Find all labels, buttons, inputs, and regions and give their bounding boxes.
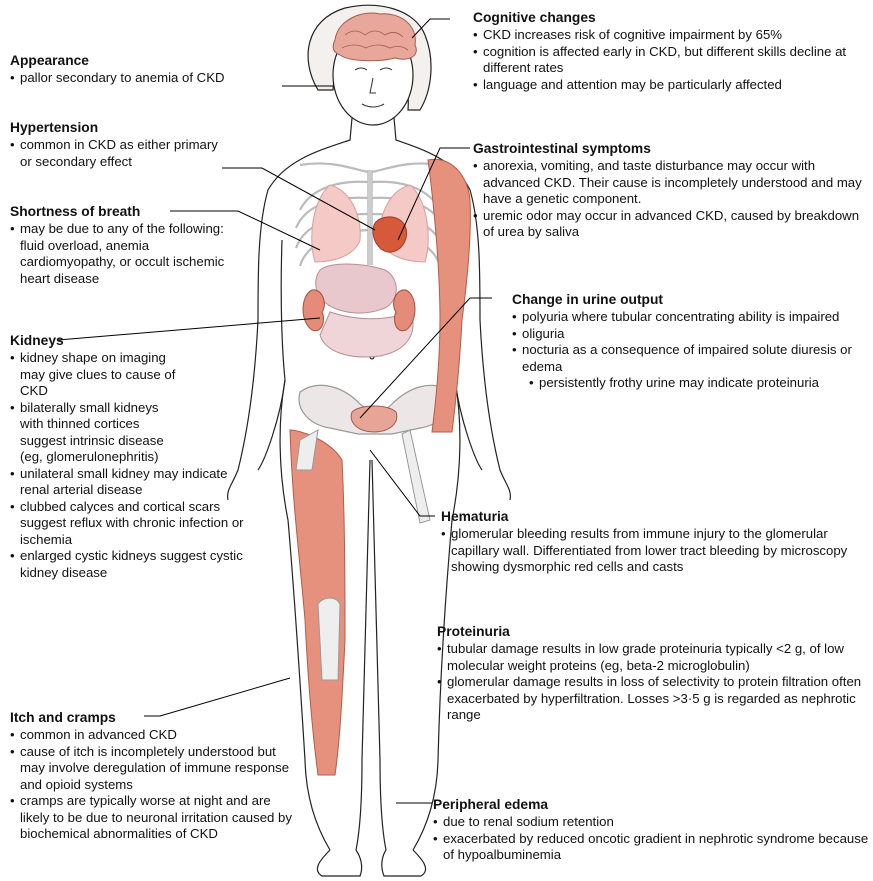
arm-muscles-icon — [427, 158, 471, 433]
itch-cramps-annotation: Itch and cramps common in advanced CKD c… — [10, 709, 300, 843]
kidneys-icon — [302, 289, 416, 332]
leg-muscles-icon — [289, 429, 346, 776]
proteinuria-annotation: Proteinuria tubular damage results in lo… — [437, 623, 867, 724]
edema-point: due to renal sodium retention — [433, 814, 869, 831]
pelvis-icon — [298, 384, 452, 435]
hematuria-point: glomerular bleeding results from immune … — [441, 526, 869, 576]
urine-output-point: polyuria where tubular concentrating abi… — [512, 309, 868, 326]
itch-cramps-point: common in advanced CKD — [10, 727, 300, 744]
itch-cramps-point: cramps are typically worse at night and … — [10, 793, 300, 843]
edema-point: exacerbated by reduced oncotic gradient … — [433, 831, 869, 864]
hematuria-title: Hematuria — [441, 509, 509, 524]
edema-annotation: Peripheral edema due to renal sodium ret… — [433, 796, 869, 864]
urine-output-title: Change in urine output — [512, 292, 663, 307]
kidneys-title: Kidneys — [10, 333, 64, 348]
hematuria-annotation: Hematuria glomerular bleeding results fr… — [441, 508, 869, 576]
face-features — [354, 67, 393, 108]
kidneys-point: clubbed calyces and cortical scars sugge… — [10, 499, 246, 549]
proteinuria-point: glomerular damage results in loss of sel… — [437, 674, 867, 724]
itch-cramps-title: Itch and cramps — [10, 710, 116, 725]
urine-output-point: oliguria — [512, 326, 868, 343]
cognitive-point: language and attention may be particular… — [473, 77, 868, 94]
appearance-point: pallor secondary to anemia of CKD — [10, 70, 300, 87]
cognitive-title: Cognitive changes — [473, 10, 596, 25]
shortness-of-breath-title: Shortness of breath — [10, 204, 141, 219]
bones-icon — [295, 429, 431, 681]
kidneys-point: enlarged cystic kidneys suggest cystic k… — [10, 548, 246, 581]
appearance-title: Appearance — [10, 53, 89, 68]
kidneys-point: unilateral small kidney may indicate ren… — [10, 466, 246, 499]
gastrointestinal-point: uremic odor may occur in advanced CKD, c… — [473, 208, 871, 241]
edema-title: Peripheral edema — [433, 797, 549, 812]
cognitive-annotation: Cognitive changes CKD increases risk of … — [473, 9, 868, 93]
hypertension-annotation: Hypertension common in CKD as either pri… — [10, 119, 232, 170]
proteinuria-point: tubular damage results in low grade prot… — [437, 641, 867, 674]
heart-icon — [372, 216, 408, 253]
brain-icon — [332, 12, 417, 62]
urine-output-point: nocturia as a consequence of impaired so… — [512, 342, 868, 375]
kidneys-point: bilaterally small kidneys with thinned c… — [10, 400, 185, 466]
urine-output-annotation: Change in urine output polyuria where tu… — [512, 291, 868, 392]
gastrointestinal-point: anorexia, vomiting, and taste disturbanc… — [473, 158, 871, 208]
shortness-of-breath-point: may be due to any of the following: flui… — [10, 221, 248, 287]
proteinuria-title: Proteinuria — [437, 624, 510, 639]
gastrointestinal-annotation: Gastrointestinal symptoms anorexia, vomi… — [473, 140, 871, 241]
gastrointestinal-title: Gastrointestinal symptoms — [473, 141, 651, 156]
hypertension-point: common in CKD as either primary or secon… — [10, 137, 232, 170]
appearance-annotation: Appearance pallor secondary to anemia of… — [10, 52, 300, 87]
kidneys-annotation: Kidneys kidney shape on imaging may give… — [10, 332, 246, 581]
digestive-organs-icon — [315, 263, 414, 358]
cognitive-point: CKD increases risk of cognitive impairme… — [473, 27, 868, 44]
shortness-of-breath-annotation: Shortness of breath may be due to any of… — [10, 203, 248, 287]
urine-output-subpoint: persistently frothy urine may indicate p… — [512, 375, 868, 392]
itch-cramps-point: cause of itch is incompletely understood… — [10, 744, 300, 794]
cognitive-point: cognition is affected early in CKD, but … — [473, 44, 868, 77]
kidneys-point: kidney shape on imaging may give clues t… — [10, 350, 185, 400]
hypertension-title: Hypertension — [10, 120, 99, 135]
